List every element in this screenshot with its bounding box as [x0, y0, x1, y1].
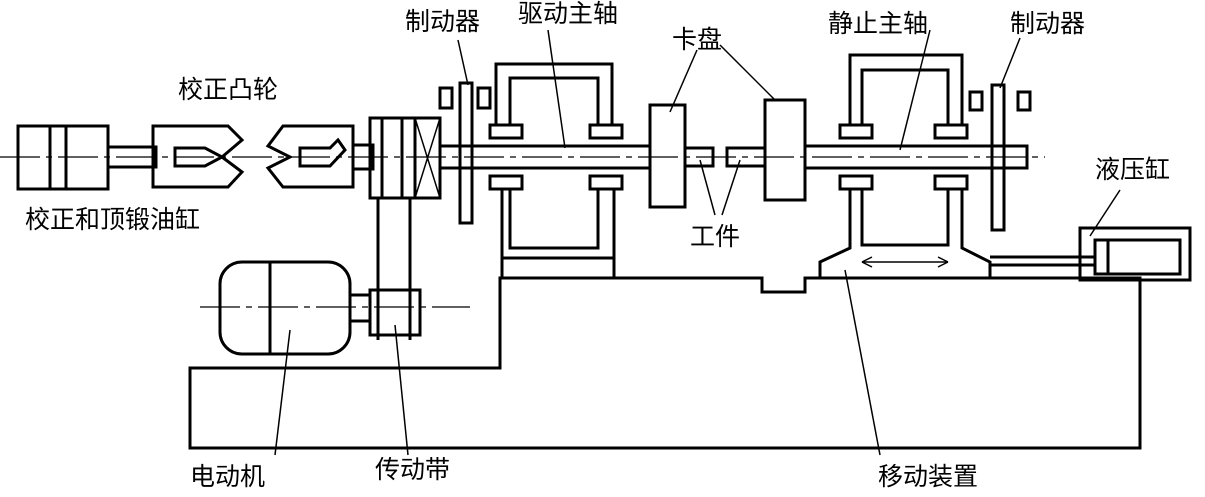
label-chuck: 卡盘: [672, 25, 722, 54]
coupling-shaft: [351, 143, 375, 171]
brake-right: [968, 83, 1032, 232]
label-moving-device: 移动装置: [878, 462, 978, 491]
label-drive-spindle: 驱动主轴: [518, 0, 618, 28]
label-workpiece: 工件: [690, 222, 740, 251]
label-drive-belt: 传动带: [375, 455, 450, 484]
moving-device: [818, 174, 992, 280]
drive-spindle-lower-support: [488, 174, 624, 278]
chuck-right: [763, 98, 807, 202]
static-spindle-upper-frame: [838, 53, 969, 140]
drive-spindle-upper-frame: [488, 62, 624, 140]
label-brake-right: 制动器: [1010, 9, 1085, 38]
static-spindle-shaft: [803, 144, 1029, 170]
leader-lines: [274, 29, 1121, 456]
correction-upset-cylinder: [16, 124, 158, 191]
label-static-spindle: 静止主轴: [828, 9, 928, 38]
label-correction-cam: 校正凸轮: [178, 75, 278, 104]
label-motor: 电动机: [190, 462, 265, 491]
label-correction-upset-cylinder: 校正和顶锻油缸: [25, 205, 200, 234]
electric-motor: [218, 260, 372, 356]
drive-belt: [368, 198, 422, 340]
label-hydraulic-cylinder: 液压缸: [1095, 155, 1170, 184]
flywheel-pulley: [368, 116, 442, 200]
hydraulic-cylinder: [990, 226, 1192, 282]
chuck-left: [648, 103, 687, 209]
brake-left: [438, 81, 492, 225]
machine-base: [188, 276, 1142, 450]
label-brake-left: 制动器: [405, 7, 480, 36]
correction-cam: [151, 124, 355, 189]
